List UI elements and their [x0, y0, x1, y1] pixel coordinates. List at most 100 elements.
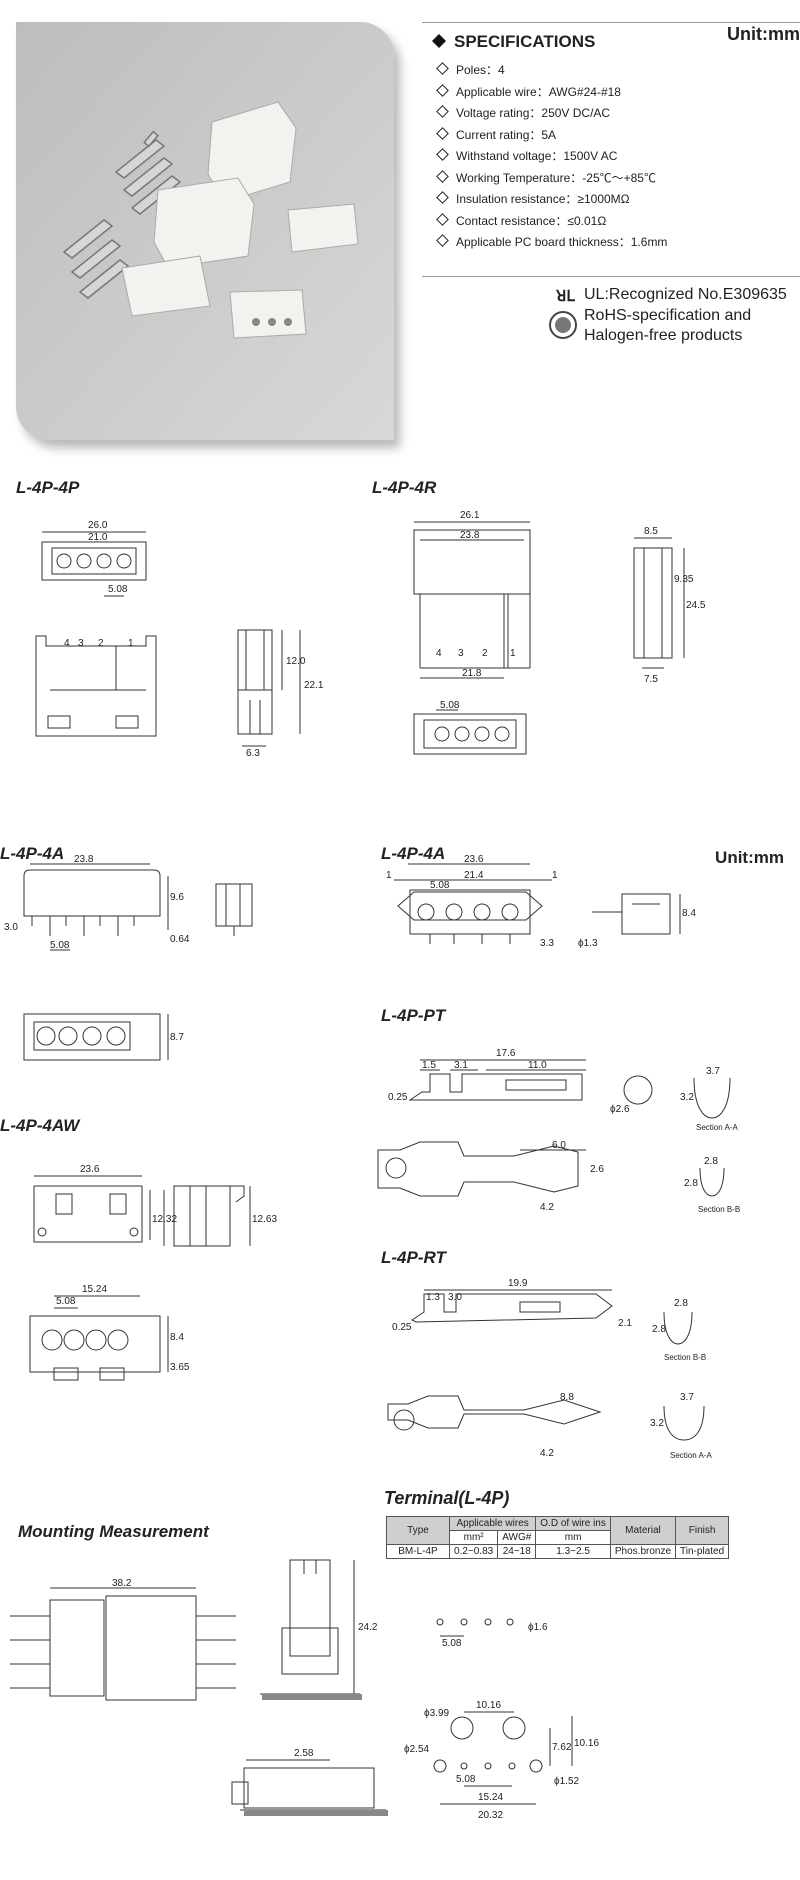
- dim: 2.8: [652, 1324, 666, 1335]
- spec-title: SPECIFICATIONS: [454, 32, 596, 51]
- dim: ϕ2.6: [610, 1104, 630, 1115]
- dim: 1: [552, 870, 558, 881]
- dim: 1: [386, 870, 392, 881]
- drawing-l4paw-side: [163, 1185, 251, 1247]
- housing-4r: [153, 177, 255, 269]
- dim: 7.5: [644, 674, 658, 685]
- table-header: Type: [386, 1516, 450, 1545]
- dim: 3.2: [650, 1418, 664, 1429]
- mid-rule: [422, 276, 800, 277]
- dim: 23.8: [74, 854, 94, 865]
- drawing-l4p4p-side: [237, 629, 301, 747]
- dim: 24.2: [358, 1622, 378, 1633]
- drawing-l4p4a-right-top: [394, 863, 552, 944]
- drawing-l4paw-bottom: [29, 1295, 169, 1381]
- section-title-l4prt: L-4P-RT: [381, 1248, 446, 1267]
- rohs-text-1: RoHS-specification and: [584, 307, 752, 324]
- dim: ϕ2.54: [404, 1744, 430, 1755]
- ul-text: UL:Recognized No.E309635: [584, 286, 787, 303]
- drawing-mounting-left: [10, 1587, 236, 1701]
- dim: 3.0: [4, 922, 18, 933]
- housing-pcb: [229, 289, 307, 339]
- dim: 0.25: [392, 1322, 412, 1333]
- dim: 8.7: [170, 1032, 184, 1043]
- drawing-l4p4a-left-bottom: [23, 1013, 169, 1061]
- dim: 8.5: [644, 526, 658, 537]
- dim: 12.32: [152, 1214, 177, 1225]
- section-label: Section B-B: [664, 1353, 706, 1362]
- dim: 1.5: [422, 1060, 436, 1071]
- dim: 2.1: [618, 1318, 632, 1329]
- dim: 5.08: [456, 1774, 476, 1785]
- dim: 21.4: [464, 870, 484, 881]
- dim: 38.2: [112, 1578, 132, 1589]
- spec-item: Insulation resistance：≥1000MΩ: [436, 189, 667, 211]
- dim: 2.8: [704, 1156, 718, 1167]
- dim: 6.0: [552, 1140, 566, 1151]
- dim: 2.8: [684, 1178, 698, 1189]
- rohs-text-2: Halogen-free products: [584, 327, 743, 344]
- rohs-seal-icon: [548, 310, 578, 345]
- drawing-l4paw-front: [33, 1175, 151, 1243]
- drawing-pcb-layout: [433, 1618, 573, 1805]
- table-cell: Phos.bronze: [609, 1544, 677, 1559]
- drawing-l4p4a-left-side: [215, 883, 253, 936]
- dim: 15.24: [82, 1284, 107, 1295]
- dim: 23.6: [80, 1164, 100, 1175]
- dim: 10.16: [574, 1738, 599, 1749]
- pin-number: 4: [64, 638, 70, 649]
- dim: 17.6: [496, 1048, 516, 1059]
- terminal-table: Type Applicable wires O.D of wire ins Ma…: [386, 1516, 730, 1559]
- drawing-mounting-horizontal: [231, 1759, 386, 1811]
- section-title-l4ppt: L-4P-PT: [381, 1006, 446, 1025]
- dim: 5.08: [442, 1638, 462, 1649]
- section-label: Section A-A: [696, 1123, 738, 1132]
- spec-item: Applicable PC board thickness：1.6mm: [436, 232, 667, 254]
- section-title-l4p4r: L-4P-4R: [372, 478, 437, 497]
- dim: 5.08: [56, 1296, 76, 1307]
- pcb-hatch: [262, 1694, 362, 1700]
- crimp-pin-3: [130, 175, 182, 215]
- table-header: O.D of wire ins: [535, 1516, 611, 1531]
- dim: 22.1: [304, 680, 324, 691]
- pin-number: 4: [436, 648, 442, 659]
- dim: 3.65: [170, 1362, 190, 1373]
- section-title-l4p4p: L-4P-4P: [16, 478, 80, 497]
- drawing-l4p4r-side: [633, 537, 685, 669]
- dim: 0.64: [170, 934, 190, 945]
- housing-4aw: [121, 255, 211, 317]
- unit-label-mid: Unit:mm: [715, 848, 784, 867]
- dim: 0.25: [388, 1092, 408, 1103]
- pin-number: 3: [78, 638, 84, 649]
- drawing-l4ppt-top: [408, 1059, 586, 1101]
- dim: 9.35: [674, 574, 694, 585]
- dim: 3.7: [680, 1392, 694, 1403]
- dim: 9.6: [170, 892, 184, 903]
- housing-4p: [207, 101, 297, 203]
- crimp-pin-6: [78, 259, 130, 299]
- dim: 2.6: [590, 1164, 604, 1175]
- dim: 6.3: [246, 748, 260, 759]
- section-label: Section A-A: [670, 1451, 712, 1460]
- spec-item: Working Temperature：-25℃～+85℃: [436, 168, 667, 190]
- spec-item: Applicable wire：AWG#24-#18: [436, 82, 667, 104]
- dim: 26.0: [88, 520, 108, 531]
- dim: 21.0: [88, 532, 108, 543]
- dim: 1.3: [426, 1292, 440, 1303]
- drawing-l4ppt-section: [623, 1075, 731, 1197]
- spec-item: Contact resistance：≤0.01Ω: [436, 211, 667, 233]
- drawing-l4prt-side: [387, 1395, 602, 1431]
- drawing-l4p4a-right-side: [592, 893, 681, 935]
- drawing-l4ppt-side: [377, 1141, 586, 1197]
- spec-item: Voltage rating：250V DC/AC: [436, 103, 667, 125]
- section-title-l4p4aw: L-4P-4AW: [0, 1116, 80, 1135]
- table-cell: 24~18: [497, 1544, 537, 1559]
- dim: 4.2: [540, 1448, 554, 1459]
- unit-label-top: Unit:mm: [727, 24, 800, 44]
- dim: 5.08: [108, 584, 128, 595]
- dim: ϕ1.3: [578, 938, 598, 949]
- housing-4a: [287, 203, 359, 253]
- dim: 23.6: [464, 854, 484, 865]
- dim: 5.08: [430, 880, 450, 891]
- drawing-l4prt-top: [411, 1289, 613, 1323]
